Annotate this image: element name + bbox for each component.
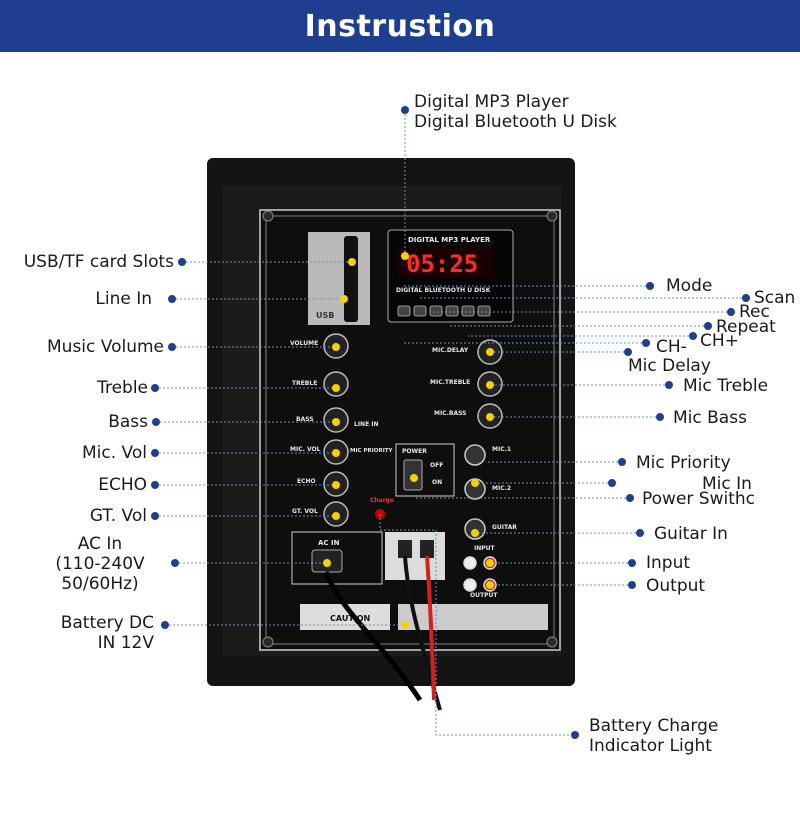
plate-caution: CAUTION — [330, 614, 370, 623]
page-title: Instrustion — [304, 8, 496, 44]
callout-input: Input — [646, 553, 691, 573]
callout-music-volume: Music Volume — [47, 337, 164, 357]
callout-ch-minus: CH- — [656, 337, 687, 357]
callout-mic-vol: Mic. Vol — [82, 443, 147, 463]
plate-input: INPUT — [474, 545, 496, 552]
plate-power: POWER — [402, 448, 427, 455]
display-sub: DIGITAL BLUETOOTH U DISK — [396, 287, 491, 294]
label-dots — [151, 106, 750, 739]
power-cable — [323, 571, 423, 702]
plate-volume: VOLUME — [290, 340, 318, 347]
plate-ac-in: AC IN — [318, 539, 340, 547]
battery-panel — [385, 532, 445, 580]
plate-off: OFF — [430, 462, 443, 469]
plate-mic-treble: MIC.TREBLE — [430, 379, 470, 386]
plate-mic1: MIC.1 — [492, 446, 511, 453]
plate-output: OUTPUT — [470, 592, 498, 599]
callout-top-2: Digital Bluetooth U Disk — [414, 112, 617, 132]
plate-echo: ECHO — [297, 478, 316, 485]
plate-on: ON — [432, 479, 442, 486]
plate-mic-delay: MIC.DELAY — [432, 347, 469, 354]
plate-mic2: MIC.2 — [492, 485, 511, 492]
power-box — [395, 443, 455, 497]
usb-slot — [344, 236, 358, 322]
plate-border — [265, 215, 555, 645]
callout-treble: Treble — [97, 378, 148, 398]
ac-box — [291, 531, 383, 585]
jacks[interactable] — [464, 444, 486, 540]
usb-label: USB — [316, 311, 334, 320]
callout-mic-bass: Mic Bass — [673, 408, 747, 428]
callout-usb-tf: USB/TF card Slots — [23, 252, 174, 272]
plate-mic-bass: MIC.BASS — [434, 410, 466, 417]
plate-mic-priority: MIC PRIORITY — [350, 448, 393, 454]
battery-terminal-2 — [420, 540, 434, 558]
plate-gt-vol: GT. VOL — [292, 508, 318, 515]
warning-text-plate — [398, 604, 548, 630]
callout-battery-dc: Battery DC IN 12V — [60, 613, 154, 653]
battery-cable-red — [425, 555, 436, 701]
callout-mic-priority: Mic Priority — [636, 453, 731, 473]
plate-bass: BASS — [296, 416, 314, 423]
leader-lines — [155, 110, 746, 736]
callout-guitar-in: Guitar In — [654, 524, 728, 544]
callout-rec: Rec — [739, 302, 770, 322]
callout-mic-in: Mic In — [702, 474, 752, 494]
callout-mic-treble: Mic Treble — [683, 376, 769, 396]
plate-charge: Charge — [370, 497, 394, 504]
callout-battery-charge: Battery Charge Indicator Light — [589, 716, 719, 756]
callout-gt-vol: GT. Vol — [89, 506, 147, 526]
callout-repeat: Repeat — [716, 317, 776, 337]
title-banner: Instrustion — [0, 0, 800, 52]
callout-mode: Mode — [666, 276, 713, 296]
screws — [262, 210, 558, 648]
plate-mic-vol: MIC. VOL — [290, 446, 321, 453]
display-time: 05:25 — [406, 250, 478, 278]
markers — [323, 252, 494, 629]
callout-scan: Scan — [754, 288, 796, 308]
callout-output: Output — [646, 576, 706, 596]
plate-treble: TREBLE — [292, 380, 317, 387]
mp3-buttons[interactable] — [397, 305, 491, 317]
display-header: DIGITAL MP3 PLAYER — [408, 236, 491, 244]
plate-line-in: LINE IN — [354, 421, 379, 428]
callout-ac-in: AC In (110-240V 50/60Hz) — [55, 534, 145, 594]
callout-echo: ECHO — [98, 475, 147, 495]
callout-bass: Bass — [108, 412, 148, 432]
battery-terminal — [398, 540, 412, 558]
plate-guitar: GUITAR — [492, 524, 517, 531]
callout-ch-plus: CH+ — [700, 331, 739, 351]
callout-top-1: Digital MP3 Player — [414, 92, 569, 112]
led-display — [398, 248, 494, 278]
callout-power-switch: Power Swithc — [642, 489, 756, 509]
callout-line-in: Line In — [95, 289, 152, 309]
callout-mic-delay: Mic Delay — [628, 356, 711, 376]
